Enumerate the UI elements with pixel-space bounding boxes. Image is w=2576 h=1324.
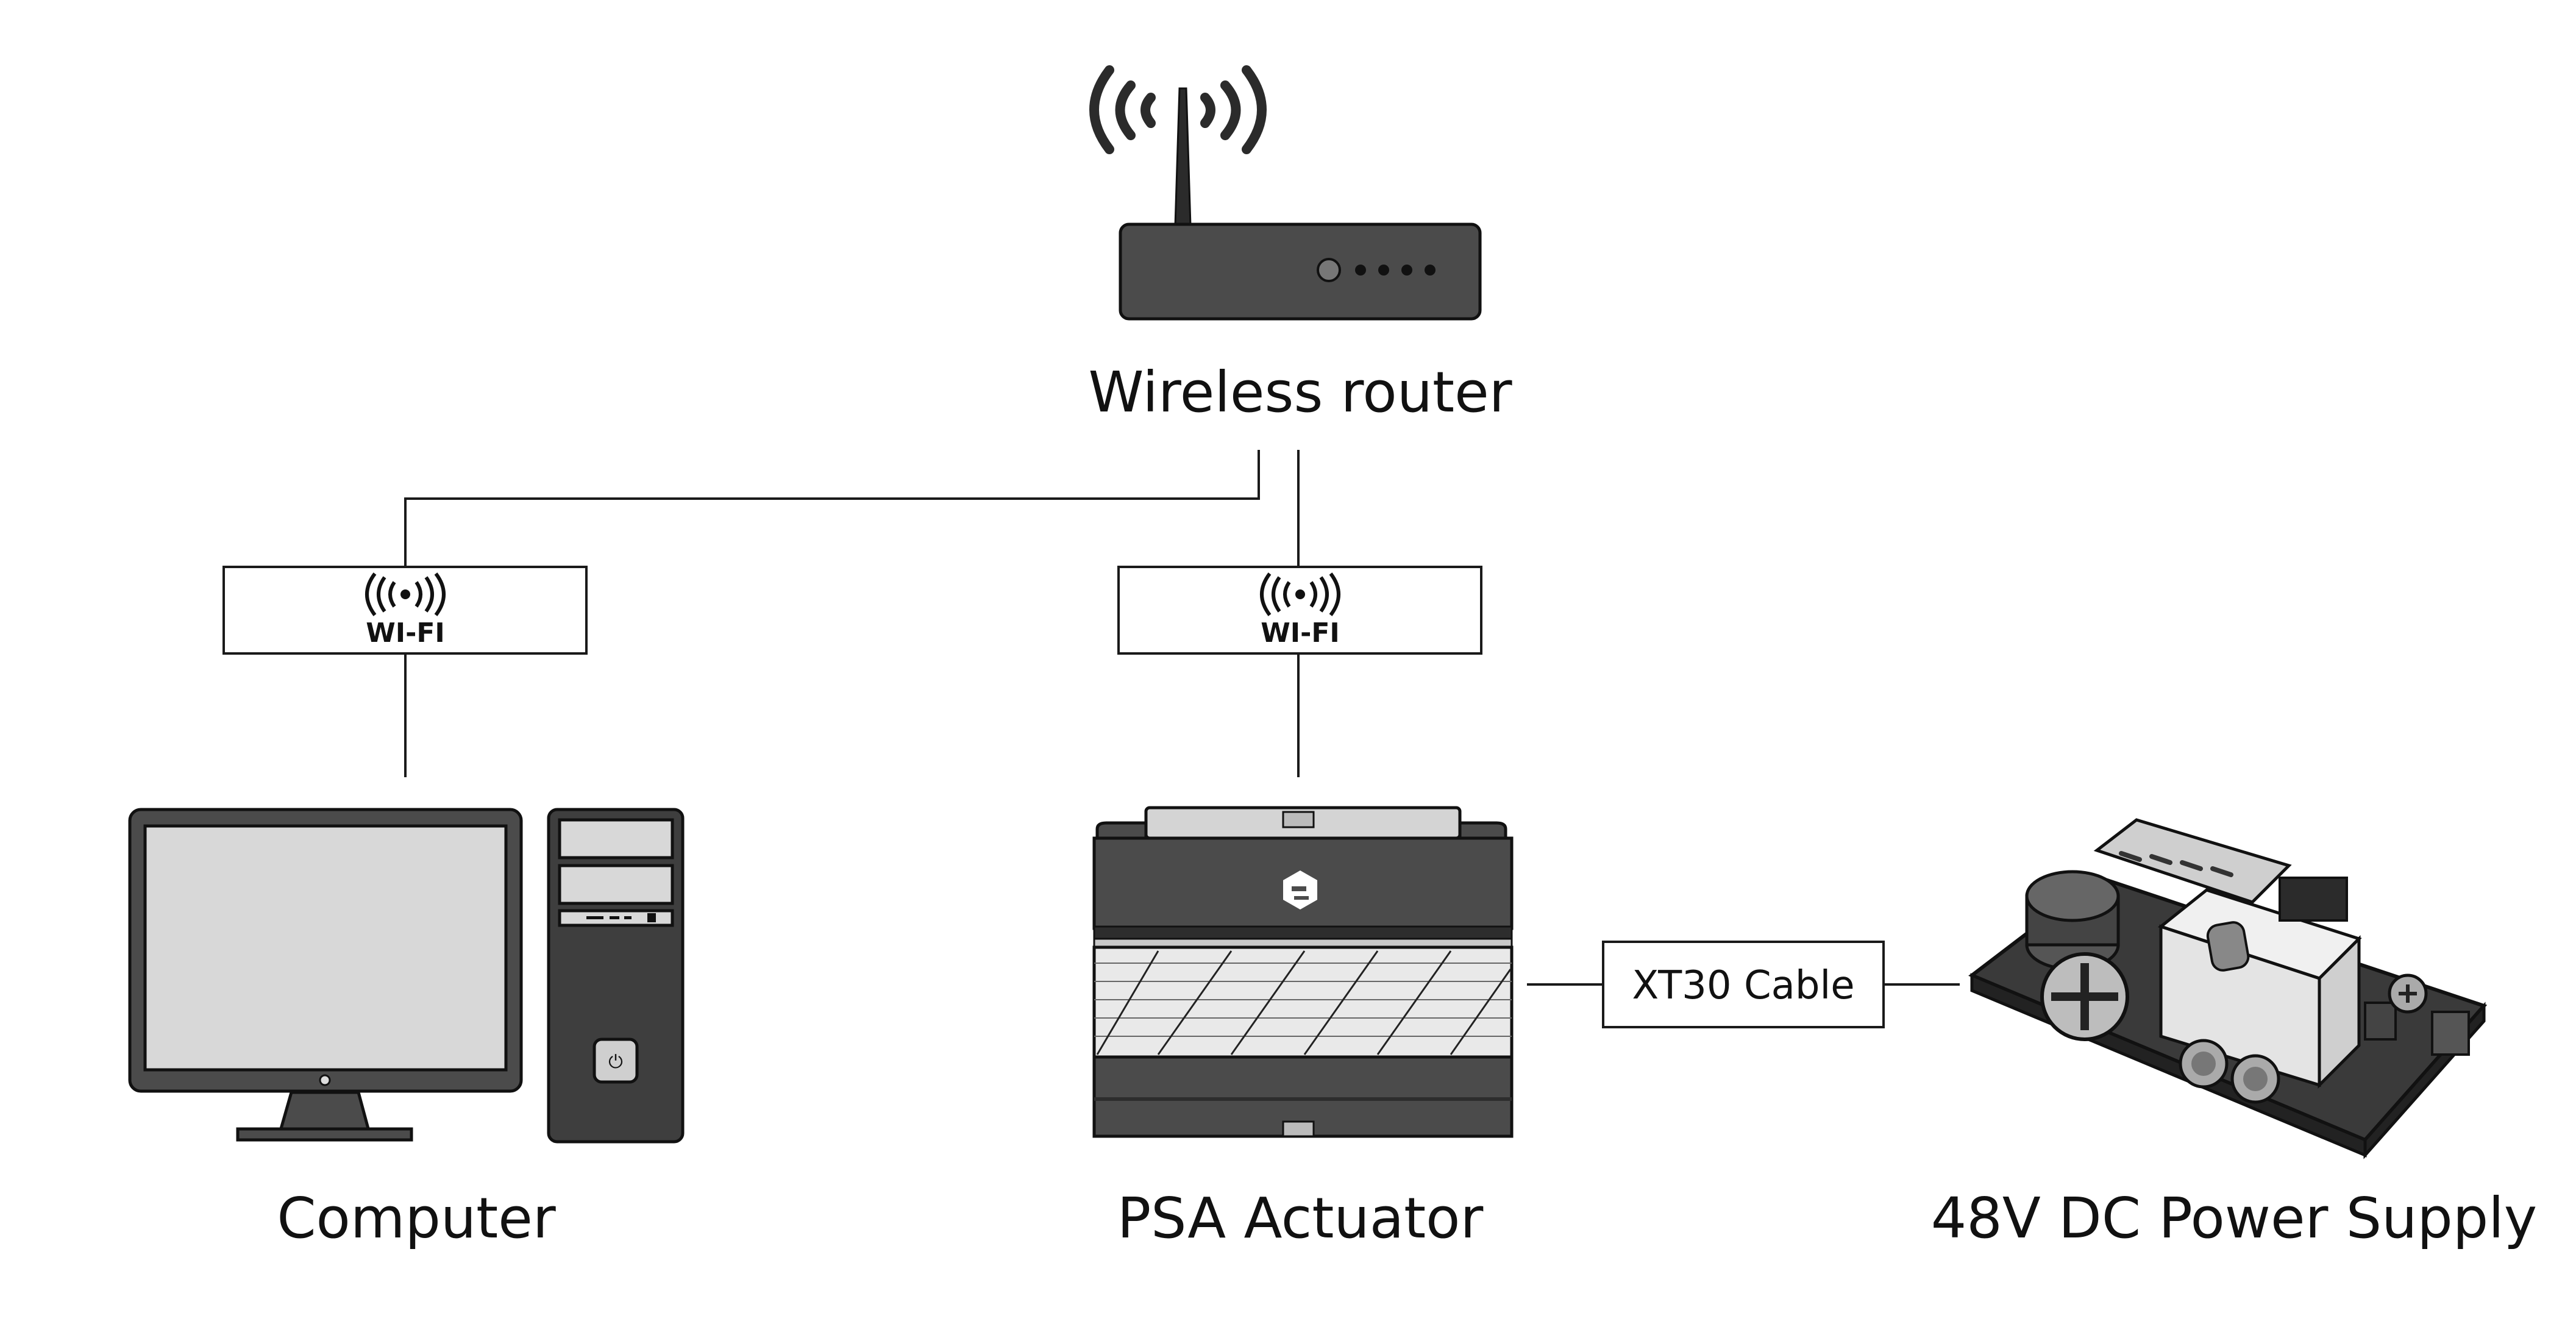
wifi-box-left: WI-FI [222,566,588,655]
actuator-texture [1094,950,1512,1055]
logo-icon [1283,870,1317,909]
computer-label: Computer [277,1186,556,1251]
wifi-label-left: WI-FI [366,618,445,649]
wifi-label-right: WI-FI [1261,618,1340,649]
actuator-label: PSA Actuator [1117,1186,1484,1251]
wifi-icon [1260,572,1340,616]
computer-icon: ⏻ [128,808,685,1144]
cable-box: XT30 Cable [1602,941,1885,1028]
power-icon: ⏻ [608,1052,623,1073]
router-to-computer-line [404,450,1260,567]
wifi-box-right: WI-FI [1117,566,1482,655]
power-supply-icon [1968,818,2488,1159]
connection-lines [404,450,1960,986]
router-icon [1089,65,1482,321]
router-label: Wireless router [1088,360,1512,425]
power-supply-label: 48V DC Power Supply [1931,1186,2537,1251]
cable-label: XT30 Cable [1632,963,1854,1008]
wifi-icon [365,572,446,616]
actuator-icon [1092,806,1514,1138]
